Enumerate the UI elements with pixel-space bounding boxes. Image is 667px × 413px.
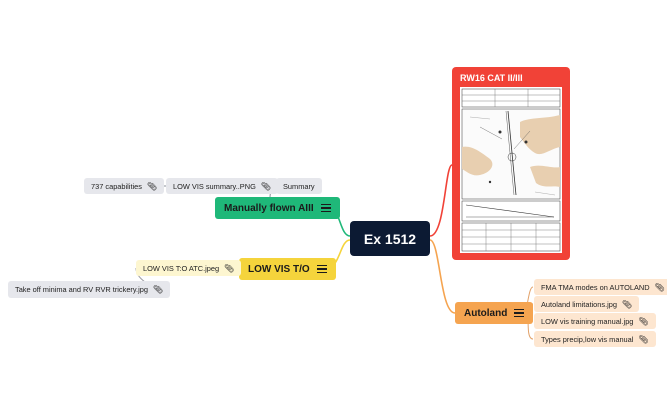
topic-manually-flown-label: Manually flown AIII xyxy=(224,202,314,214)
subtopic-takeoff-minima-label: Take off minima and RV RVR trickery.jpg xyxy=(15,285,148,294)
subtopic-summary-label: Summary xyxy=(283,181,315,191)
subtopic-autoland-limitations[interactable]: Autoland limitations.jpg 📎︎ xyxy=(534,296,640,312)
approach-chart-drawing xyxy=(460,87,562,253)
subtopic-737-capabilities[interactable]: 737 capabilities 📎︎ xyxy=(84,178,165,194)
subtopic-autoland-limitations-label: Autoland limitations.jpg xyxy=(541,299,618,309)
topic-low-vis-to[interactable]: LOW VIS T/O xyxy=(239,258,336,280)
lines-icon xyxy=(316,263,327,275)
paperclip-icon: 📎︎ xyxy=(638,316,649,326)
topic-low-vis-to-label: LOW VIS T/O xyxy=(248,263,310,275)
central-topic[interactable]: Ex 1512 xyxy=(350,221,430,256)
subtopic-summary[interactable]: Summary xyxy=(276,178,322,194)
paperclip-icon: 📎︎ xyxy=(152,285,164,294)
subtopic-737-capabilities-label: 737 capabilities xyxy=(91,181,142,191)
lines-icon xyxy=(320,202,331,214)
central-topic-label: Ex 1512 xyxy=(363,230,417,247)
paperclip-icon: 📎︎ xyxy=(638,334,649,344)
subtopic-low-vis-atc-label: LOW VIS T:O ATC.jpeg xyxy=(143,263,220,273)
subtopic-low-vis-atc[interactable]: LOW VIS T:O ATC.jpeg 📎︎ xyxy=(136,260,242,276)
subtopic-low-vis-training-manual-label: LOW vis training manual.jpg xyxy=(541,316,634,326)
paperclip-icon: 📎︎ xyxy=(654,282,665,292)
topic-autoland[interactable]: Autoland xyxy=(455,302,534,324)
subtopic-low-vis-training-manual[interactable]: LOW vis training manual.jpg 📎︎ xyxy=(534,313,656,329)
approach-chart-image xyxy=(460,87,562,253)
topic-manually-flown[interactable]: Manually flown AIII xyxy=(215,197,340,219)
paperclip-icon: 📎︎ xyxy=(622,299,633,309)
subtopic-fma-tma-modes-label: FMA TMA modes on AUTOLAND xyxy=(541,282,650,292)
subtopic-types-precip-low-vis[interactable]: Types precip,low vis manual 📎︎ xyxy=(534,331,656,347)
topic-autoland-label: Autoland xyxy=(464,307,508,319)
subtopic-low-vis-summary[interactable]: LOW VIS summary..PNG 📎︎ xyxy=(166,178,278,194)
approach-chart-card[interactable]: RW16 CAT II/III xyxy=(452,67,570,260)
subtopic-fma-tma-modes[interactable]: FMA TMA modes on AUTOLAND 📎︎ xyxy=(534,279,667,295)
subtopic-takeoff-minima[interactable]: Take off minima and RV RVR trickery.jpg … xyxy=(8,281,171,298)
paperclip-icon: 📎︎ xyxy=(260,181,271,191)
subtopic-low-vis-summary-label: LOW VIS summary..PNG xyxy=(173,181,256,191)
lines-icon xyxy=(514,307,525,319)
subtopic-types-precip-low-vis-label: Types precip,low vis manual xyxy=(541,334,634,344)
paperclip-icon: 📎︎ xyxy=(224,263,235,273)
approach-chart-title: RW16 CAT II/III xyxy=(460,73,523,83)
paperclip-icon: 📎︎ xyxy=(146,181,158,191)
link-center-card xyxy=(429,164,453,237)
link-center-autoland xyxy=(429,239,456,314)
